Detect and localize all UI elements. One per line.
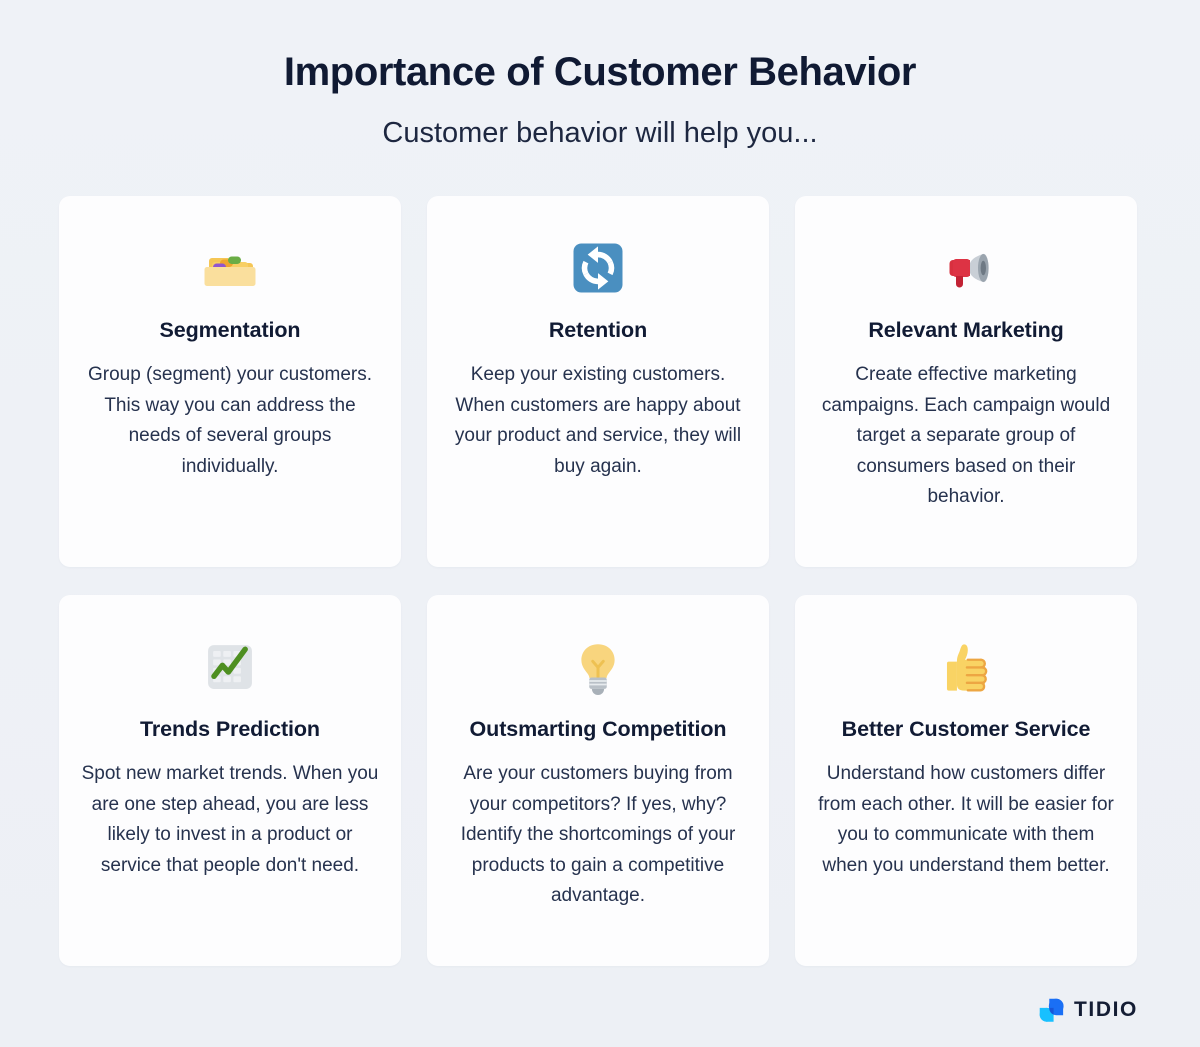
card-title: Outsmarting Competition [469,717,727,741]
card-segmentation: Segmentation Group (segment) your custom… [59,196,401,567]
card-index-dividers-icon [198,236,262,300]
light-bulb-icon [566,635,630,699]
brand-footer: TIDIO [1037,997,1138,1023]
brand-name: TIDIO [1074,998,1138,1021]
card-retention: Retention Keep your existing customers. … [427,196,769,567]
header: Importance of Customer Behavior Customer… [0,0,1200,151]
card-trends-prediction: Trends Prediction Spot new market trends… [59,595,401,966]
card-body: Create effective marketing campaigns. Ea… [821,364,1111,507]
card-body: Are your customers buying from your comp… [460,763,736,906]
card-relevant-marketing: Relevant Marketing Create effective mark… [795,196,1137,567]
card-title: Better Customer Service [841,717,1091,741]
page-title: Importance of Customer Behavior [283,50,917,94]
card-better-customer-service: Better Customer Service Understand how c… [795,595,1137,966]
cards-grid: Segmentation Group (segment) your custom… [59,196,1139,966]
card-body: Group (segment) your customers. This way… [87,364,373,477]
card-body: Spot new market trends. When you are one… [81,763,379,876]
card-body: Keep your existing customers. When custo… [454,364,742,477]
megaphone-icon [934,236,998,300]
page-subtitle: Customer behavior will help you... [382,117,818,149]
tidio-logo-icon [1037,997,1065,1023]
counterclockwise-arrows-icon [566,236,630,300]
card-title: Relevant Marketing [868,318,1064,342]
card-body: Understand how customers differ from eac… [818,763,1114,876]
card-outsmarting-competition: Outsmarting Competition Are your custome… [427,595,769,966]
card-title: Retention [548,318,648,342]
thumbs-up-icon [934,635,998,699]
card-title: Trends Prediction [140,717,320,741]
chart-increasing-icon [198,635,262,699]
card-title: Segmentation [159,318,301,342]
